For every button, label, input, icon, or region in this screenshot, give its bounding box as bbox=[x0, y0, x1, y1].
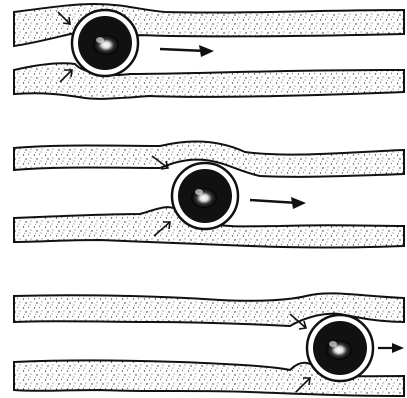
panel-2 bbox=[14, 141, 404, 247]
lower-vessel-wall bbox=[14, 63, 404, 99]
direction-arrow-icon bbox=[160, 45, 214, 57]
panel-1 bbox=[14, 4, 404, 99]
direction-arrow-icon bbox=[378, 343, 404, 353]
direction-arrow-icon bbox=[250, 197, 306, 209]
leukocyte-cell bbox=[172, 163, 238, 229]
leukocyte-cell bbox=[307, 315, 373, 381]
leukocyte-cell bbox=[72, 10, 138, 76]
panel-3 bbox=[14, 293, 404, 396]
